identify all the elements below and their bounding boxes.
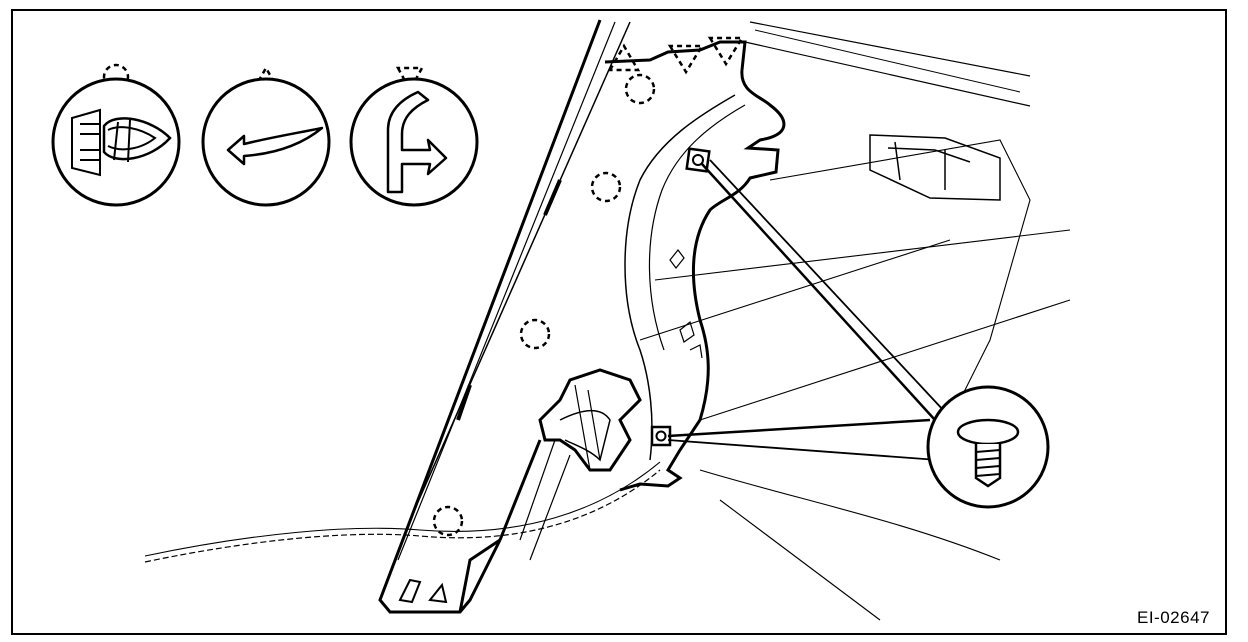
legend-clip-symbol [51, 63, 181, 207]
clip-marker [590, 171, 622, 203]
triangle-down-marker [707, 36, 745, 67]
clip-icon [71, 108, 172, 177]
pillar-trim [378, 19, 786, 614]
hook-markers [667, 36, 745, 75]
roof-line [749, 21, 1031, 77]
bolt-location-upper [685, 147, 711, 173]
hook-arrow-icon [386, 90, 448, 194]
slide-arrow-icon [226, 126, 324, 166]
hook-icon-frame [349, 77, 479, 207]
clip-marker [432, 505, 464, 537]
clip-marker [624, 73, 656, 105]
cargo-box [869, 134, 1001, 201]
push-clip-icon [956, 418, 1020, 488]
triangle-down-marker [667, 44, 705, 75]
trim-panel-drawing [144, 19, 1071, 621]
legend-hook-symbol [349, 66, 479, 207]
leader-lines [667, 159, 946, 461]
clip-detail-callout [926, 385, 1050, 509]
triangle-up-marker [607, 43, 641, 72]
slide-markers [607, 43, 641, 72]
legend-slide-symbol [201, 65, 331, 207]
figure-frame [11, 9, 1227, 635]
clip-markers [432, 73, 656, 537]
figure-reference-code: EI-02647 [1137, 608, 1210, 627]
clip-marker [519, 318, 551, 350]
